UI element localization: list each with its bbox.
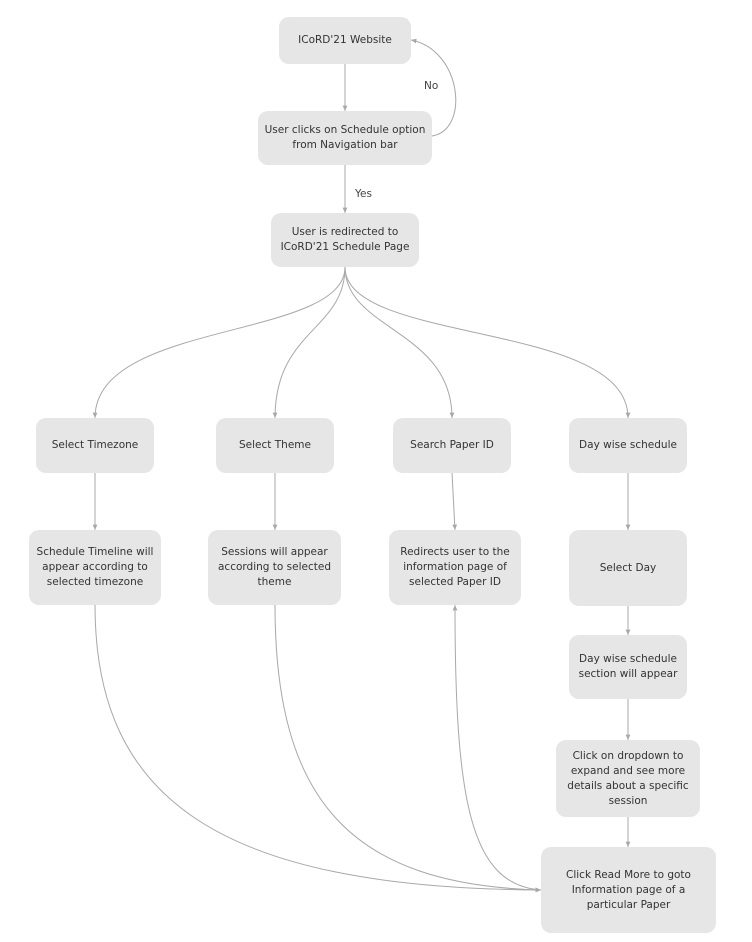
node-day-section: Day wise schedule section will appear bbox=[569, 635, 687, 699]
node-redirected: User is redirected to ICoRD'21 Schedule … bbox=[271, 213, 419, 267]
edge-label-yes: Yes bbox=[355, 188, 372, 200]
node-website: ICoRD'21 Website bbox=[279, 17, 411, 64]
node-theme: Select Theme bbox=[216, 418, 334, 473]
node-redirects-user: Redirects user to the information page o… bbox=[389, 530, 521, 605]
edge-label-no: No bbox=[424, 80, 439, 92]
edge-sessions-to-readmore bbox=[274, 604, 542, 893]
node-read-more: Click Read More to goto Information page… bbox=[541, 847, 716, 933]
edge-to-daywise bbox=[344, 266, 631, 419]
node-timeline: Schedule Timeline will appear according … bbox=[29, 530, 161, 605]
node-daywise: Day wise schedule bbox=[569, 418, 687, 473]
edge-readmore-to-redirects bbox=[452, 604, 542, 891]
node-select-day: Select Day bbox=[569, 530, 687, 606]
node-dropdown: Click on dropdown to expand and see more… bbox=[556, 740, 700, 817]
edge-no-loop bbox=[410, 38, 457, 137]
node-schedule-click: User clicks on Schedule option from Navi… bbox=[258, 111, 432, 165]
node-timezone: Select Timezone bbox=[36, 418, 154, 473]
node-sessions: Sessions will appear according to select… bbox=[208, 530, 341, 605]
edge-search-to-redirects bbox=[451, 472, 458, 531]
edge-to-theme bbox=[272, 266, 346, 419]
node-search: Search Paper ID bbox=[393, 418, 511, 473]
edge-to-search bbox=[344, 266, 455, 419]
edge-timeline-to-readmore bbox=[94, 604, 542, 893]
edge-to-timezone bbox=[92, 266, 346, 419]
